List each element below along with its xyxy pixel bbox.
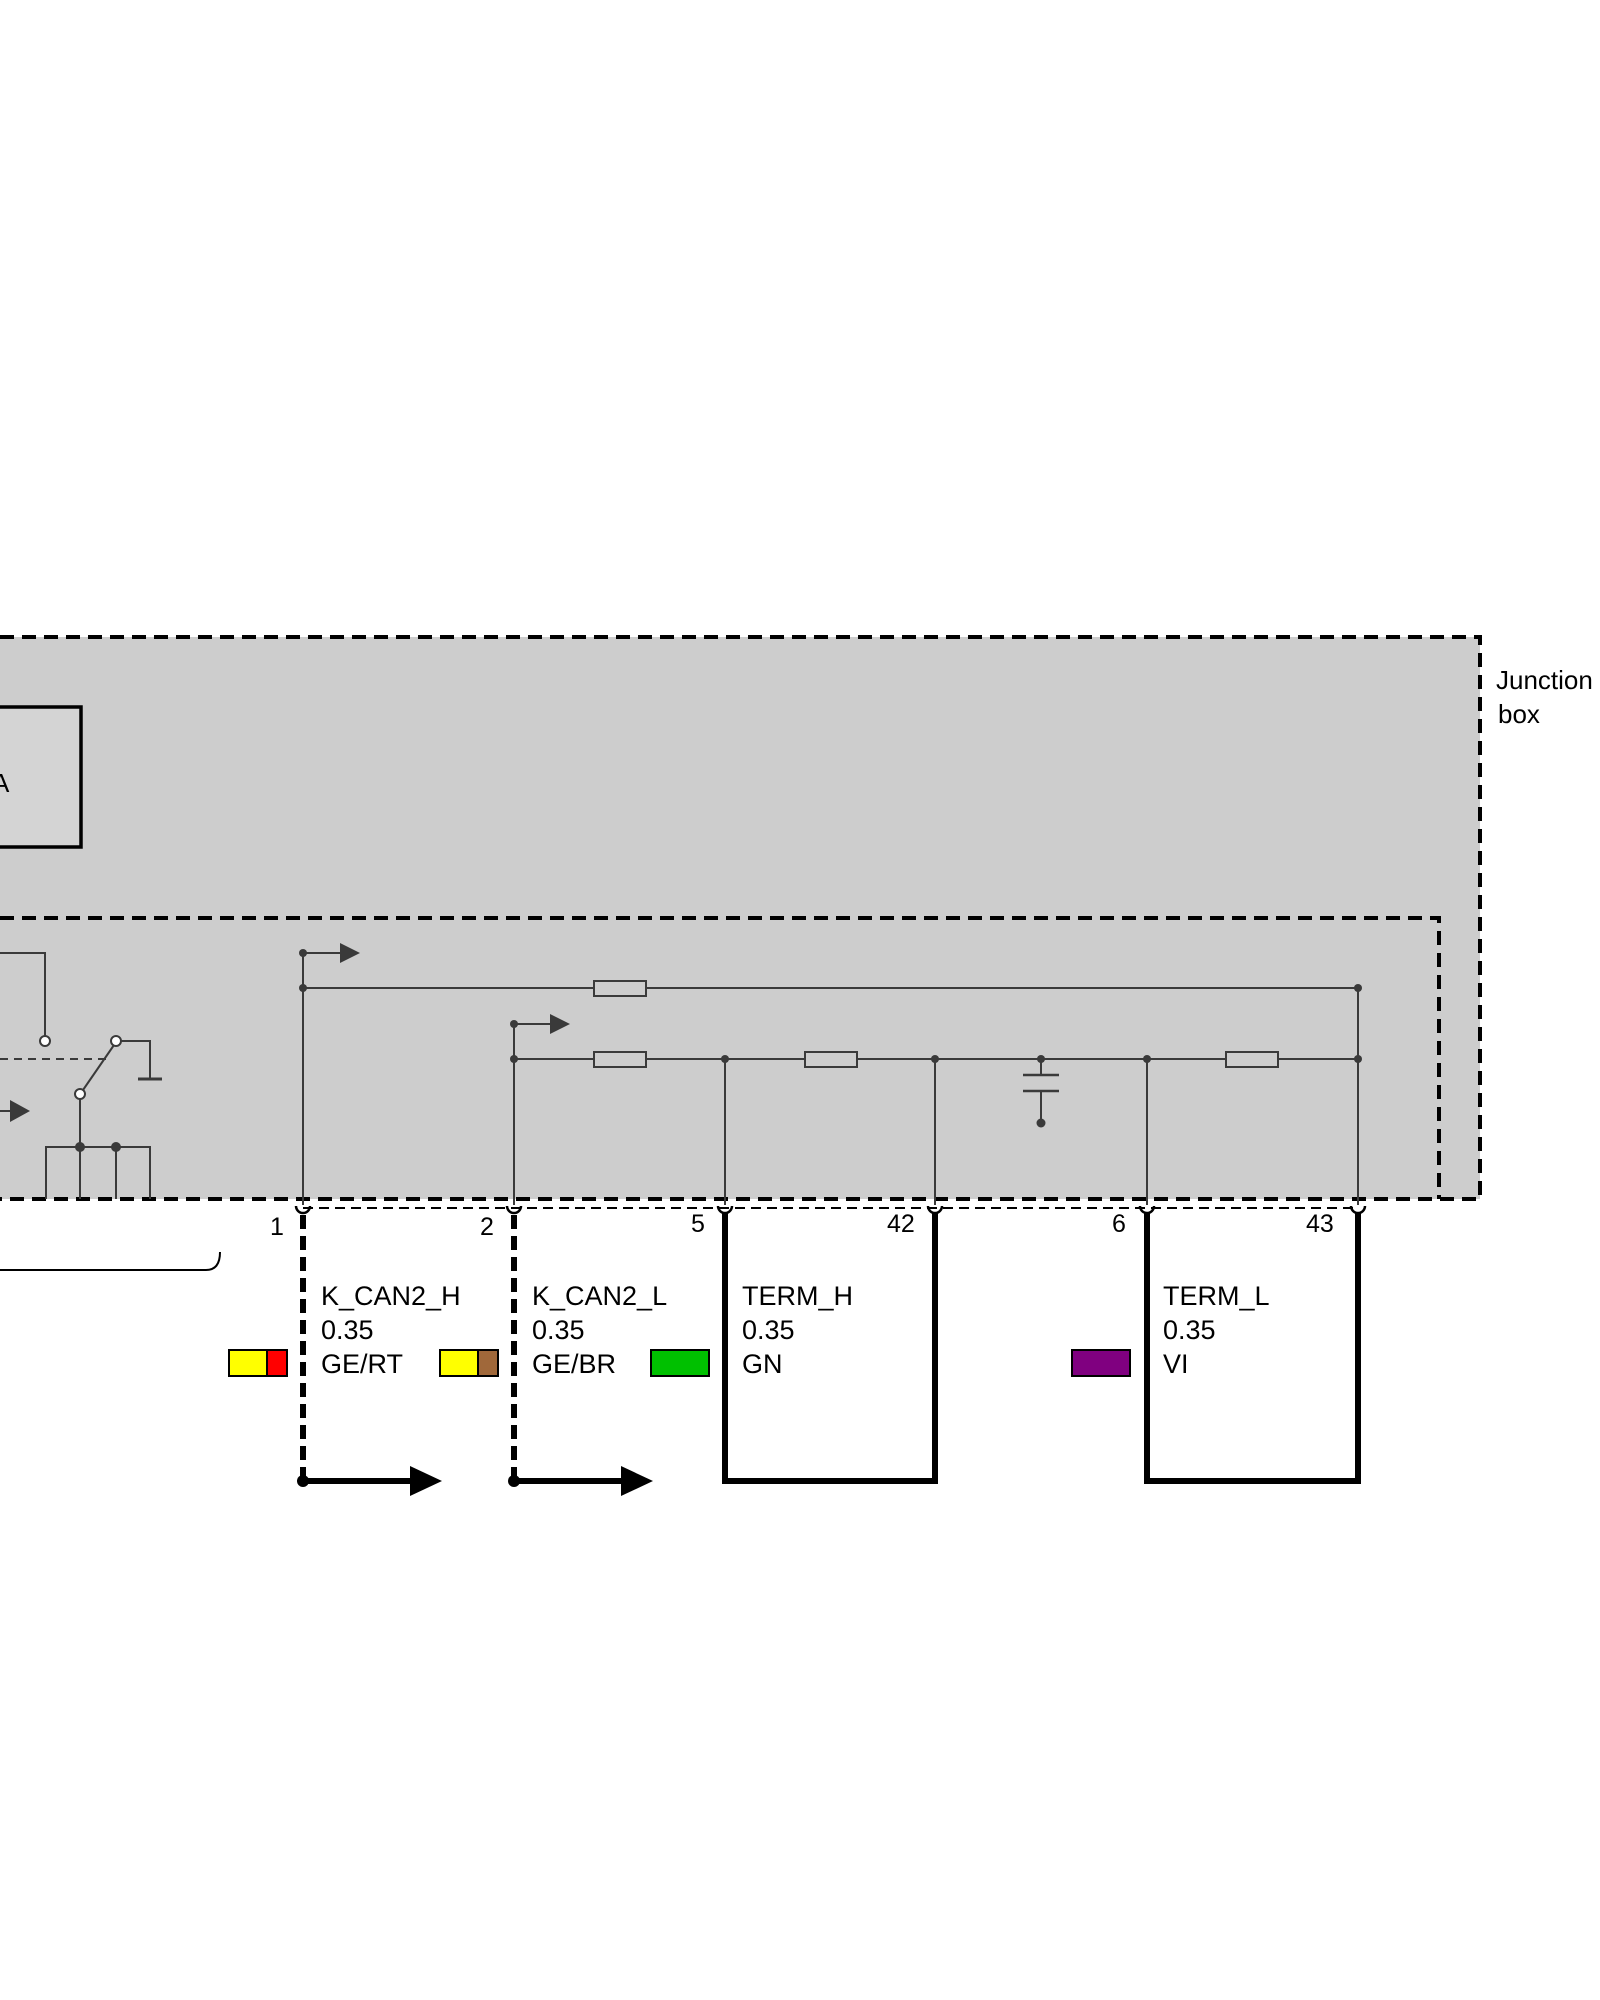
wire-labels: K_CAN2_H 0.35 GE/RT K_CAN2_L 0.35 GE/BR … [321,1281,1270,1379]
wire-color-code-term-h: GN [742,1349,783,1379]
pin-number-42: 42 [887,1210,915,1238]
pin-number-1: 1 [270,1213,284,1241]
left-partial-circuit [0,952,221,1271]
wire-signal-k-can2-h: K_CAN2_H [321,1281,461,1311]
inner-module-label: A [0,768,10,798]
resistor-middle-1 [593,1051,647,1068]
pin-number-5: 5 [691,1210,705,1238]
signal-arrow-small-1 [340,943,360,963]
wire-arrow-k-can2-h [410,1466,442,1496]
inner-dashed-box [0,916,1441,1199]
wire-arrow-k-can2-l [621,1466,653,1496]
pin-number-2: 2 [480,1213,494,1241]
wire-signal-term-h: TERM_H [742,1281,853,1311]
wire-loop-term-h [722,1213,938,1484]
junction-box-label-line1: Junction [1496,665,1593,695]
swatch-term-l [1071,1349,1131,1377]
signal-arrow-small-2 [550,1014,570,1034]
inner-module-box [0,705,83,849]
wire-color-code-term-l: VI [1163,1349,1189,1379]
pin-numbers: 1 2 5 42 6 43 [270,1210,1334,1241]
junction-box-label-line2: box [1498,699,1540,729]
swatch-term-h [650,1349,710,1377]
wire-size-k-can2-h: 0.35 [321,1315,374,1345]
wire-loop-term-l [1144,1213,1361,1484]
swatch-k-can2-l [439,1349,499,1377]
wire-color-code-k-can2-l: GE/BR [532,1349,616,1379]
wire-size-term-l: 0.35 [1163,1315,1216,1345]
inner-module: A [0,705,83,849]
junction-box-border [0,635,1482,1201]
pin-number-6: 6 [1112,1210,1126,1238]
external-wires [300,1213,1361,1484]
termination-circuit [299,943,1362,1205]
resistor-middle-2 [804,1051,858,1068]
wire-size-k-can2-l: 0.35 [532,1315,585,1345]
wire-signal-term-l: TERM_L [1163,1281,1270,1311]
wire-size-term-h: 0.35 [742,1315,795,1345]
wire-signal-k-can2-l: K_CAN2_L [532,1281,667,1311]
swatch-k-can2-h [228,1349,288,1377]
pin-number-43: 43 [1306,1210,1334,1238]
wire-color-code-k-can2-h: GE/RT [321,1349,403,1379]
resistor-top [593,980,647,997]
wire-color-swatches [228,1349,1131,1377]
resistor-middle-3 [1225,1051,1279,1068]
